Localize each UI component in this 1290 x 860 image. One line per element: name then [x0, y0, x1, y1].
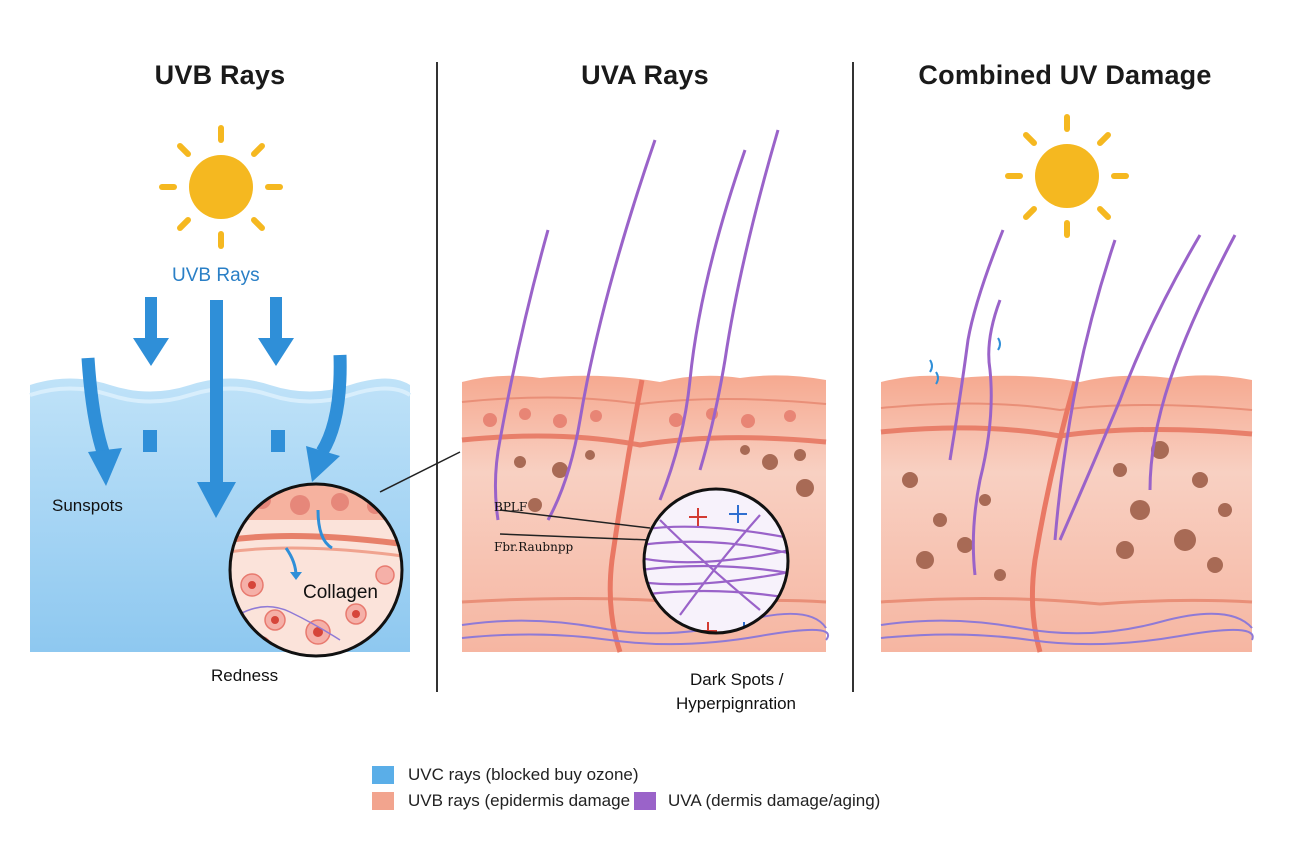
panel-divider [436, 62, 438, 692]
legend-item-uvb-uva: UVB rays (epidermis damage UVA (dermis d… [372, 788, 880, 814]
legend-swatch-uvc [372, 766, 394, 784]
collagen-label: Collagen [303, 582, 378, 603]
uvb-wave-marks [929, 337, 1001, 385]
legend: UVC rays (blocked buy ozone) UVB rays (e… [372, 762, 880, 814]
uvb-rays-label: UVB Rays [172, 265, 260, 286]
hyperpigmentation-magnifier [642, 487, 790, 635]
uva-ray-group [493, 129, 780, 521]
collagen-magnifier [228, 451, 461, 658]
skin-cross-section-combined [880, 375, 1254, 653]
legend-label-uvc: UVC rays (blocked buy ozone) [408, 765, 639, 784]
panel-title-combined: Combined UV Damage [918, 60, 1212, 90]
combined-ray-group [948, 229, 1237, 576]
hyperpigmentation-label: Hyperpignration [676, 694, 797, 713]
panel-title-uvb: UVB Rays [154, 60, 286, 90]
panel-divider [852, 62, 854, 692]
inset-label-1: BPLF [494, 500, 528, 514]
dark-spots-label: Dark Spots / [690, 670, 784, 689]
inset-label-2: Fbr.Raubnpp [494, 540, 574, 554]
inset-pointer-lines [499, 509, 651, 541]
sunspots-label: Sunspots [52, 496, 123, 515]
legend-swatch-uva [634, 792, 657, 810]
uvb-arrow-group [81, 297, 347, 518]
legend-swatch-uvb [372, 792, 394, 810]
legend-label-uvb: UVB rays (epidermis damage [408, 791, 631, 810]
redness-label: Redness [211, 666, 279, 685]
panel-title-uva: UVA Rays [581, 60, 709, 90]
sun-icon [159, 125, 283, 249]
sun-icon [1005, 114, 1129, 238]
legend-label-uva: UVA (dermis damage/aging) [668, 791, 881, 810]
legend-item-uvc: UVC rays (blocked buy ozone) [372, 762, 880, 788]
